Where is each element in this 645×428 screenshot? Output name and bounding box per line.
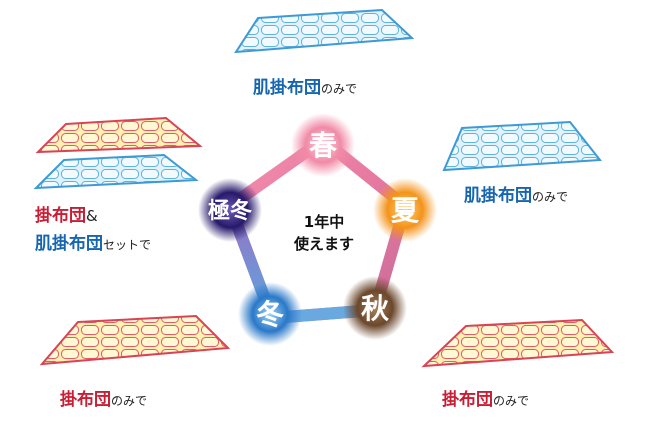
season-summer-label: 夏 [391, 194, 420, 227]
caption-right-upper-main: 肌掛布団 [464, 186, 532, 206]
quilt-left-warm [35, 116, 203, 154]
season-summer-circle [373, 178, 437, 242]
caption-left-upper-tail: セットで [103, 238, 152, 252]
caption-top-main: 肌掛布団 [253, 78, 321, 98]
caption-top-tail: のみで [321, 82, 358, 96]
caption-left-upper-amp: & [86, 207, 98, 225]
caption-left-upper-line2: 肌掛布団セットで [35, 236, 151, 253]
caption-left-upper-line1: 掛布団& [35, 208, 98, 225]
season-deep-winter-label: 極冬 [208, 198, 252, 224]
caption-left-lower: 掛布団のみで [60, 392, 147, 409]
season-spring-label: 春 [309, 129, 337, 162]
season-autumn-circle [343, 276, 407, 340]
center-line-1: 1年中 [303, 213, 345, 231]
quilt-bottom-left-warm [39, 314, 231, 366]
season-autumn-label: 秋 [361, 292, 390, 325]
caption-right-lower-tail: のみで [493, 394, 530, 408]
season-spring-circle [291, 113, 355, 177]
caption-left-upper-main1: 掛布団 [35, 206, 86, 226]
caption-left-lower-main: 掛布団 [60, 390, 111, 410]
season-deep-winter-circle [198, 178, 262, 242]
center-caption: 1年中 使えます [278, 211, 370, 255]
season-winter-circle [238, 282, 302, 346]
center-line-2: 使えます [293, 235, 354, 253]
season-winter-label: 冬 [256, 298, 284, 331]
caption-top: 肌掛布団のみで [253, 80, 357, 97]
caption-left-upper-main2: 肌掛布団 [35, 234, 103, 254]
quilt-left-light [33, 153, 199, 190]
caption-right-lower: 掛布団のみで [442, 392, 529, 409]
caption-left-lower-tail: のみで [111, 394, 148, 408]
quilt-top-light [234, 8, 415, 54]
caption-right-upper: 肌掛布団のみで [464, 188, 568, 205]
quilt-bottom-right-warm [421, 318, 615, 368]
caption-right-upper-tail: のみで [532, 190, 569, 204]
caption-right-lower-main: 掛布団 [442, 390, 493, 410]
quilt-right-light [442, 120, 602, 172]
